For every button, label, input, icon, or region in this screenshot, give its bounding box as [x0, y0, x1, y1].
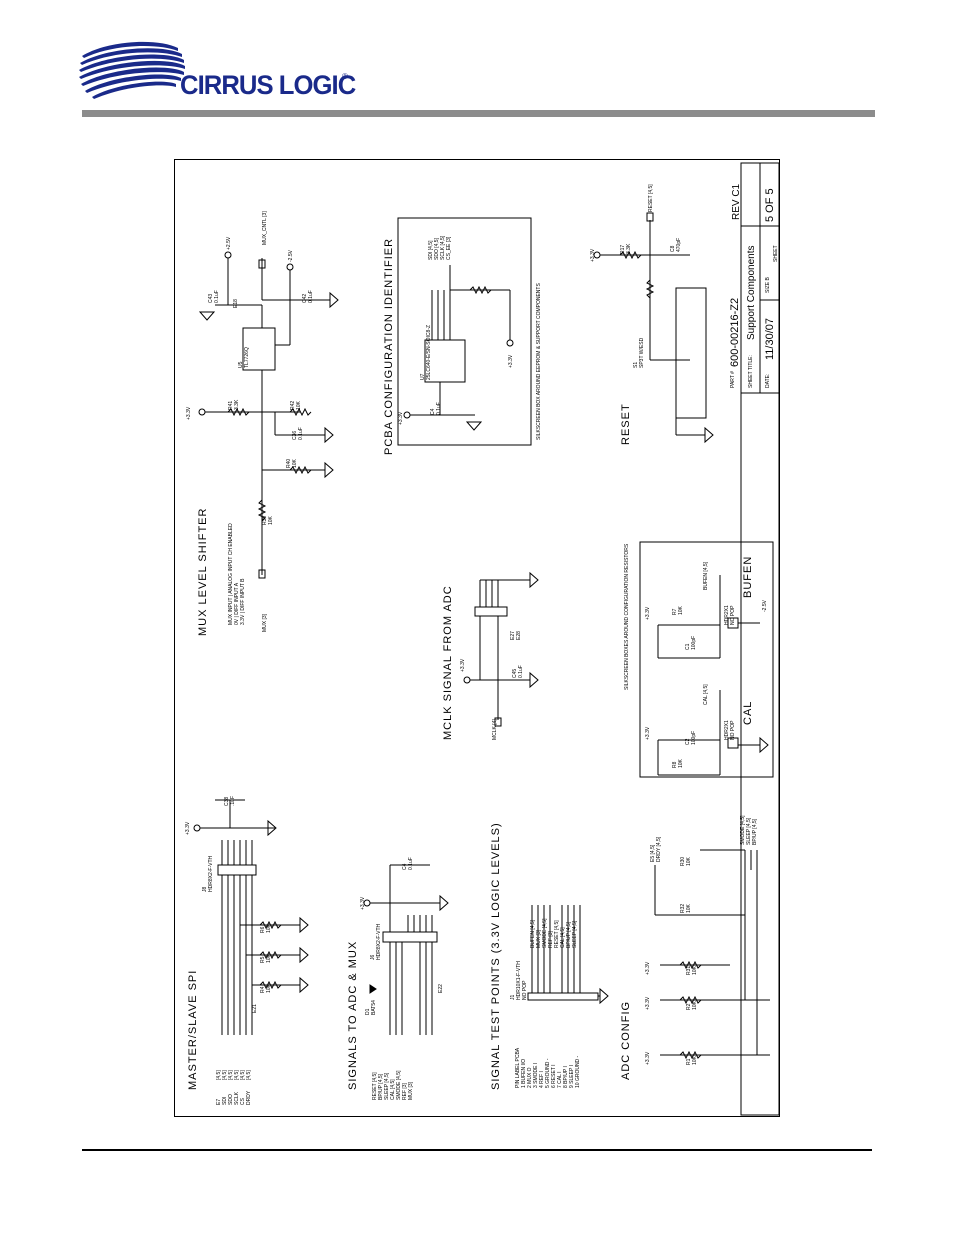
r40-label: R40 10K	[286, 458, 298, 468]
v33-spi: +3.3V	[185, 821, 191, 835]
c38-label: C38 .1uF	[224, 795, 236, 806]
r8-label: R8 10K	[672, 759, 684, 768]
r3-label: R31 10K	[686, 965, 698, 975]
r7-label: R7 10K	[672, 606, 684, 615]
u7-label: U7 25LC640-E/SN-SOIC8-Z	[420, 324, 432, 380]
c1-label: C1 100pF	[685, 635, 697, 650]
section-pcba-config: PCBA CONFIGURATION IDENTIFIER	[383, 237, 395, 455]
adc-config-box	[639, 541, 774, 778]
c36-label: C36 0.1uF	[292, 427, 304, 440]
reset-net: RESET [4,5]	[648, 184, 654, 212]
s1-label: S1 SP3T W/ESD	[633, 337, 645, 368]
r42-label: R42 10K	[290, 400, 302, 410]
v33-cal: +3.3V	[645, 726, 651, 740]
r17-label: R17 3.3K	[620, 243, 632, 254]
title-sheet-label: SHEET	[773, 245, 779, 262]
pcba-box	[397, 217, 532, 446]
r2-label: R2 10K	[686, 1001, 698, 1010]
mux-cntl-net: MUX_CNTL [3]	[262, 211, 268, 245]
section-reset: RESET	[620, 403, 632, 445]
title-rev: REV C1	[731, 183, 742, 220]
spi-net-refs: [4,5] [4,5] [4,5] [4,5] [4,5] [4,5]	[216, 1070, 252, 1080]
e27-e28-label: E27 E28	[510, 631, 522, 640]
bufen-net: BUFEN [4,5]	[703, 561, 709, 590]
section-signals-to-adc: SIGNALS TO ADC & MUX	[347, 940, 359, 1090]
j8-label: J8 HDR8X2-F-VTH	[202, 855, 214, 892]
title-part-number: 600-00216-Z2	[729, 297, 741, 367]
v33-cfg-1: +3.3V	[645, 1051, 651, 1065]
header-bar	[82, 110, 875, 117]
test-point-nets: BUFEN [4,5] MUX [3] SMODE [4,5] REF [3] …	[530, 918, 578, 948]
c43-label: C43 0.1uF	[208, 290, 220, 303]
section-mclk-signal: MCLK SIGNAL FROM ADC	[442, 585, 454, 740]
mux-in-net: MUX [3]	[262, 613, 268, 632]
eeprom-nets: SDI [4,5] SDO [4,5] SCLK [4,5] CS_EE [3]	[428, 235, 452, 260]
label-cal: CAL	[742, 700, 754, 725]
v33-reset: +3.3V	[590, 248, 596, 262]
c45-label: C45 0.1uF	[512, 665, 524, 678]
config-note: SILKSCREEN BOXES AROUND CONFIGURATION RE…	[624, 543, 630, 690]
reset-switch-box	[675, 287, 707, 419]
hdr-bufen: HDR2X1 NO POP	[724, 605, 736, 625]
v25n-bufen: -2.5V	[762, 600, 768, 612]
cal-net: CAL [4,5]	[703, 684, 709, 705]
c2-label: C2 100pF	[685, 730, 697, 745]
d1-label: D1 BAT54	[365, 1000, 377, 1015]
brand-name: CIRRUS LOGIC	[180, 70, 356, 100]
v33-mux: +3.3V	[186, 406, 192, 420]
r6-label: R6 10K	[260, 924, 272, 933]
r4-label: R4 10K	[260, 984, 272, 993]
section-signal-test-points: SIGNAL TEST POINTS (3.3V LOGIC LEVELS)	[490, 822, 502, 1090]
signals-net-names: RESET [4,5] BP/UP [4,5] SLEEP [4,5] CAL …	[372, 1070, 414, 1100]
section-master-slave-spi: MASTER/SLAVE SPI	[187, 969, 199, 1090]
v33-cfg-2: +3.3V	[645, 996, 651, 1010]
v25n-label: -2.5V	[288, 250, 294, 262]
mclk-net: MCLK [4]	[492, 719, 498, 740]
v25p-label: +2.5V	[226, 236, 232, 250]
section-mux-level-shifter: MUX LEVEL SHIFTER	[197, 507, 209, 636]
cfg-nets: E5 [4,5] DRDY [4,5]	[650, 836, 662, 862]
r1-label: R1 10K	[686, 1056, 698, 1065]
title-size: SIZE B	[765, 277, 771, 293]
cfg-nets-2: SMODE [4,5] SLEEP [4,5] BP/UP [4,5]	[740, 815, 758, 845]
title-part-label: PART #	[730, 371, 736, 388]
cirrus-logic-logo	[79, 41, 185, 99]
r32-label: R32 10K	[680, 903, 692, 913]
e18-label: E18	[233, 299, 239, 308]
r41-label: R41 3.3K	[228, 399, 240, 410]
r39-label: R39 10K	[262, 515, 274, 525]
section-adc-config: ADC CONFIG	[620, 1000, 632, 1080]
title-sheet: 5 OF 5	[764, 188, 776, 222]
registered-mark: ®	[342, 72, 348, 81]
title-sheet-title: Support Components	[746, 245, 757, 340]
r5-label: R5 10K	[260, 954, 272, 963]
mux-truth-table: MUX INPUT | ANALOG INPUT CH ENABLED 0V |…	[228, 523, 246, 625]
label-bufen: BUFEN	[742, 555, 754, 598]
j1-label: J1 HDR10X1-F-VTH NO POP	[510, 961, 528, 1000]
spi-net-names: E7 SDI SDO SCLK CS DRDY	[216, 1090, 252, 1105]
u5-label: U5 TL7726Q	[238, 347, 250, 368]
c4-label: C4 0.1uF	[430, 402, 442, 415]
j6-label: J6 HDR8X2-F-VTH	[370, 923, 382, 960]
c8-label: C8 470pF	[670, 237, 682, 252]
v33-signals: +3.3V	[360, 896, 366, 910]
v33-pcba-2: +3.3V	[508, 354, 514, 368]
test-points-table: PIN LABEL PCBA 1 BUFEN I/O 2 MUX O 3 SMO…	[515, 1047, 581, 1088]
v33-bufen: +3.3V	[645, 606, 651, 620]
v33-pcba-1: +3.3V	[398, 411, 404, 425]
c3-label: C4 0.1uF	[402, 857, 414, 870]
title-date: 11/30/07	[764, 317, 776, 360]
title-sheet-title-label: SHEET TITLE:	[748, 355, 754, 388]
e21-label: E21	[252, 1004, 258, 1013]
title-date-label: DATE:	[765, 373, 771, 388]
v33-cfg-3: +3.3V	[645, 961, 651, 975]
e22-label: E22	[438, 984, 444, 993]
footer-rule	[82, 1149, 872, 1151]
v33-mclk: +3.3V	[460, 658, 466, 672]
hdr-cal: HDR2X1 NO POP	[724, 720, 736, 740]
r30-label: R30 10K	[680, 856, 692, 866]
pcba-note: SILKSCREEN BOX AROUND EEPROM & SUPPORT C…	[536, 283, 542, 440]
c42-label: C42 0.1uF	[302, 290, 314, 303]
